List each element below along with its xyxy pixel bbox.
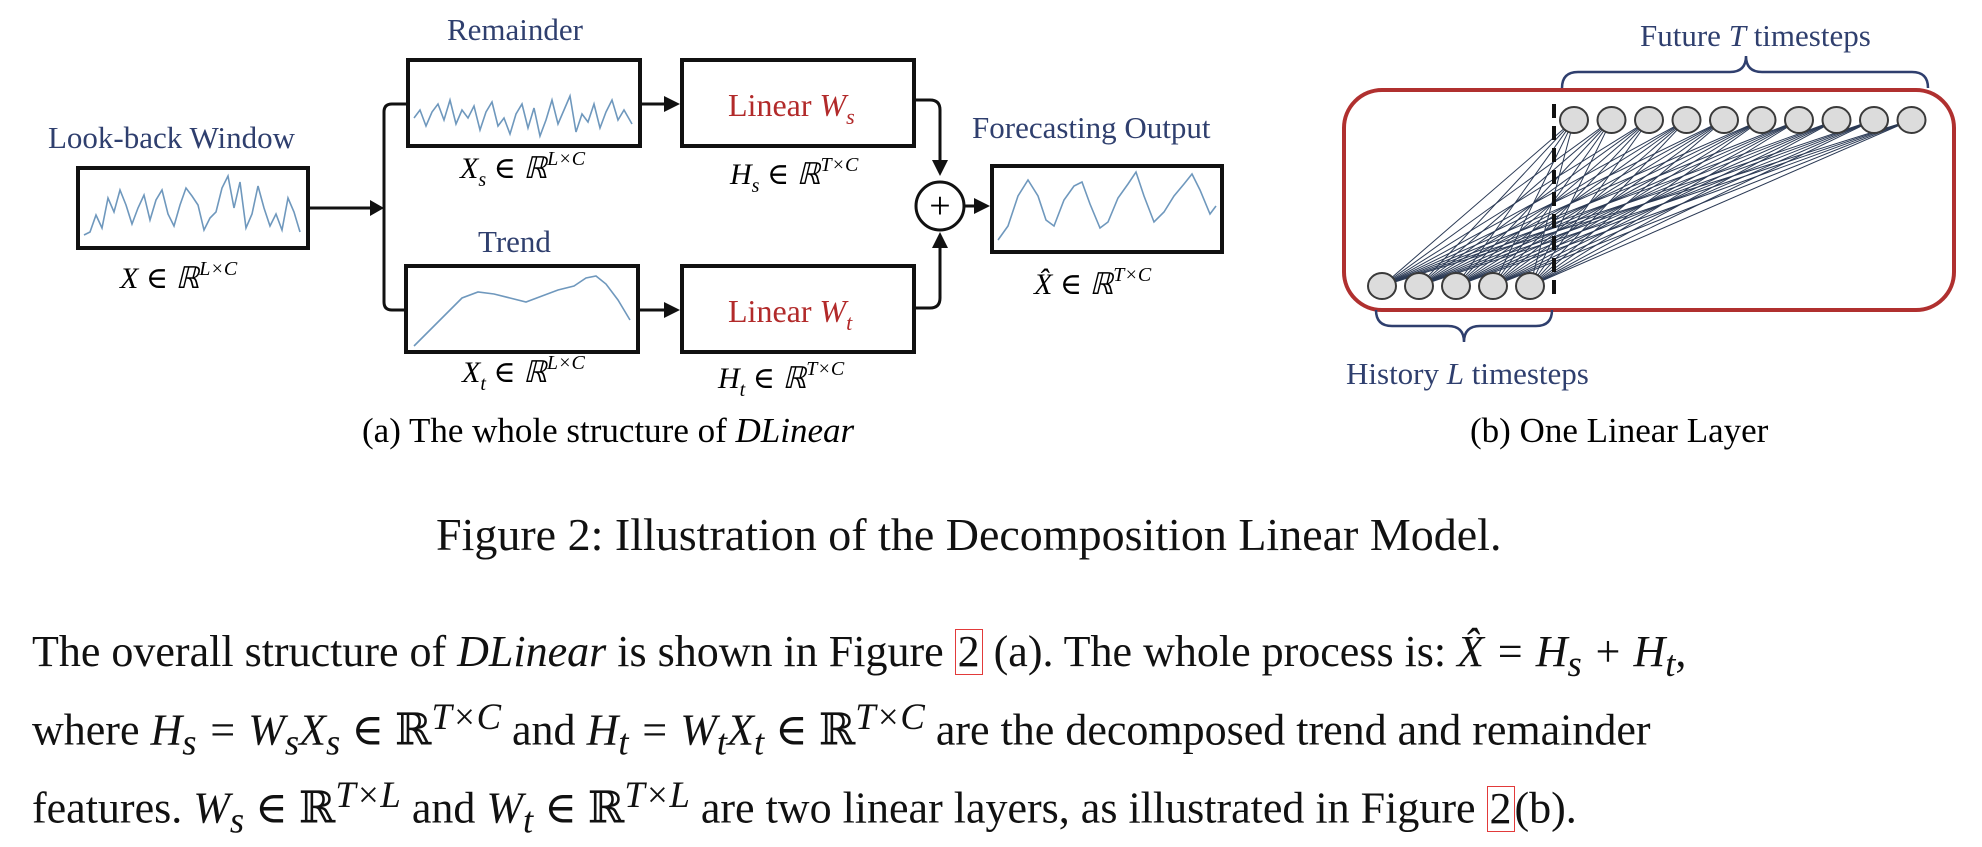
remainder-box	[406, 58, 642, 148]
forecast-waveform	[997, 170, 1217, 241]
trend-waveform	[413, 275, 631, 347]
linear-layer-frame	[1342, 88, 1956, 312]
neuron-nodes	[1367, 106, 1927, 300]
paragraph-line-2: where Hs = WsXs ∈ ℝT×C and Ht = WtXt ∈ ℝ…	[32, 695, 1651, 763]
forecast-output-box	[990, 164, 1224, 254]
plus-to-output-head	[974, 198, 990, 214]
trend-box	[404, 264, 640, 354]
future-node	[1859, 106, 1889, 134]
weight-edge	[1529, 119, 1687, 287]
future-node	[1896, 106, 1927, 134]
future-node	[1671, 106, 1702, 134]
paragraph-line-1: The overall structure of DLinear is show…	[32, 627, 1687, 684]
future-node	[1746, 106, 1777, 134]
split-to-remainder	[382, 102, 408, 208]
xhat-formula: X̂ ∈ ℝT×C	[1033, 264, 1152, 301]
weight-edge	[1529, 119, 1912, 287]
connection-edges	[1381, 119, 1912, 287]
history-node	[1515, 272, 1545, 300]
weight-edge	[1492, 119, 1575, 287]
future-node	[1784, 106, 1814, 134]
body-paragraph: The overall structure of DLinear is show…	[32, 625, 1972, 847]
figure-caption: Figure 2: Illustration of the Decomposit…	[436, 509, 1502, 560]
weight-edge	[1529, 119, 1762, 287]
trend-arrow-head	[664, 302, 680, 318]
linear-wt-box	[680, 264, 916, 354]
history-node	[1478, 272, 1508, 300]
weight-edge	[1529, 119, 1875, 287]
history-brace	[1374, 309, 1554, 343]
wt-to-plus	[914, 244, 942, 310]
remainder-arrow-head	[664, 96, 680, 112]
xs-formula: Xs ∈ ℝL×C	[459, 148, 586, 191]
future-node	[1596, 106, 1627, 134]
weight-edge	[1529, 119, 1725, 287]
linear-ws-label: Linear Ws	[728, 87, 855, 129]
weight-edge	[1529, 119, 1800, 287]
wt-to-plus-head	[932, 232, 948, 248]
weight-edge	[1529, 119, 1612, 287]
remainder-label: Remainder	[447, 12, 584, 47]
weight-edge	[1381, 119, 1575, 287]
figure-ref-link[interactable]: 2	[1486, 785, 1515, 832]
forecasting-output-label: Forecasting Output	[972, 110, 1211, 145]
ht-formula: Ht ∈ ℝT×C	[717, 358, 845, 401]
future-timesteps-label: Future T timesteps	[1640, 18, 1871, 53]
history-node	[1367, 272, 1397, 300]
weight-edge	[1418, 119, 1575, 287]
weight-edge	[1529, 119, 1650, 287]
lookback-window-box	[76, 166, 310, 250]
remainder-waveform	[413, 93, 633, 139]
lookback-window-label: Look-back Window	[48, 120, 296, 155]
split-to-trend	[382, 208, 408, 312]
history-node	[1404, 272, 1434, 300]
future-node	[1821, 106, 1852, 134]
weight-edge	[1529, 119, 1837, 287]
paragraph-line-3: features. Ws ∈ ℝT×L and Wt ∈ ℝT×L are tw…	[32, 774, 1577, 841]
figure-ref-link[interactable]: 2	[954, 629, 983, 675]
future-node	[1634, 106, 1664, 134]
panel-b-caption: (b) One Linear Layer	[1470, 411, 1769, 450]
weight-edge	[1455, 119, 1575, 287]
figure-2: Look-back Window X ∈ ℝL×C Remainder Xs ∈…	[48, 12, 1956, 450]
future-brace	[1560, 55, 1930, 89]
panel-a-caption: (a) The whole structure of DLinear	[362, 411, 855, 450]
input-arrow-head	[370, 200, 384, 216]
ws-to-plus	[914, 98, 942, 164]
ws-to-plus-head	[932, 160, 948, 176]
future-node	[1709, 106, 1739, 134]
trend-label: Trend	[478, 224, 551, 259]
x-formula: X ∈ ℝL×C	[119, 258, 238, 295]
history-timesteps-label: History L timesteps	[1346, 356, 1589, 391]
hs-formula: Hs ∈ ℝT×C	[729, 154, 859, 197]
linear-wt-label: Linear Wt	[728, 293, 853, 335]
plus-symbol: +	[929, 185, 950, 227]
linear-ws-box	[680, 58, 916, 148]
history-node	[1441, 272, 1471, 300]
xt-formula: Xt ∈ ℝL×C	[461, 352, 585, 395]
future-node	[1559, 106, 1589, 134]
lookback-waveform	[83, 173, 301, 236]
